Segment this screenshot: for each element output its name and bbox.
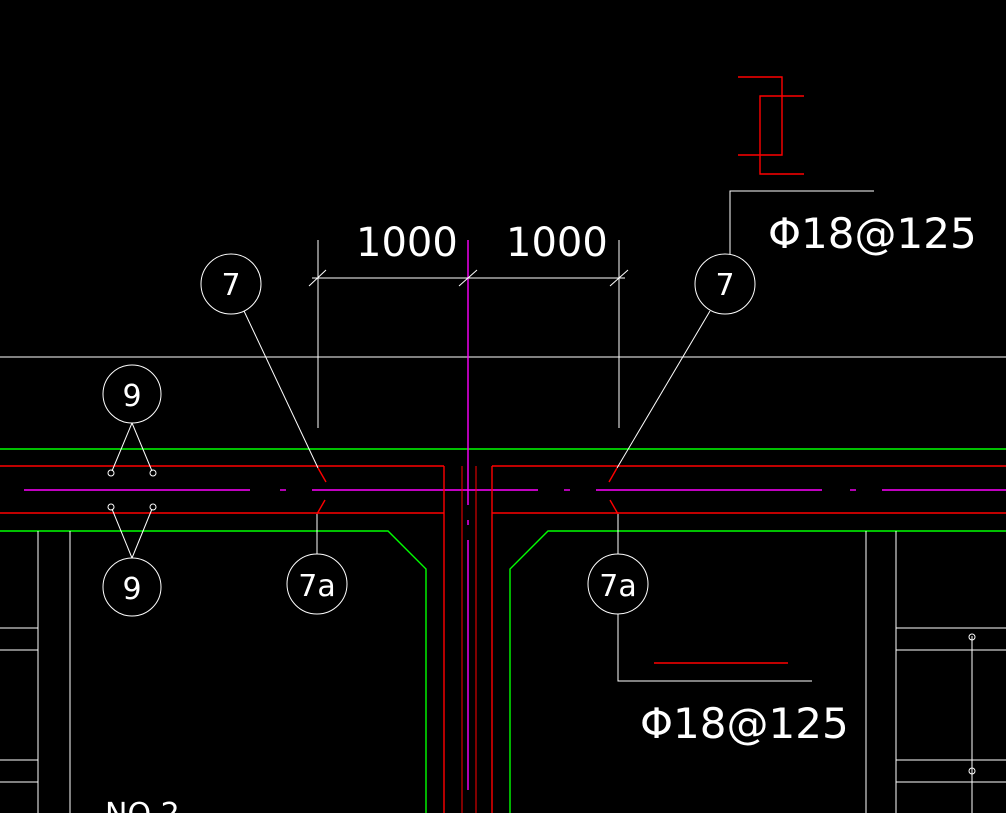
right-side-panel <box>865 531 1006 813</box>
marker-7-right[interactable]: 7 <box>608 190 874 483</box>
marker-7a-left[interactable]: 7a <box>286 499 348 615</box>
dimension-left-text: 1000 <box>356 220 458 266</box>
green-haunch-right <box>509 530 1006 813</box>
marker-7-left[interactable]: 7 <box>200 253 327 483</box>
left-side-panel <box>0 531 71 813</box>
marker-9-top-label: 9 <box>122 379 141 414</box>
marker-9-top[interactable]: 9 <box>102 364 162 477</box>
green-haunch-left <box>0 530 427 813</box>
dimension-right-text: 1000 <box>506 220 608 266</box>
bar-shape-sketch <box>738 76 804 175</box>
dim-tick-center <box>458 269 478 287</box>
marker-9-bottom[interactable]: 9 <box>102 503 162 617</box>
marker-7a-right-label: 7a <box>599 569 636 604</box>
marker-7-left-label: 7 <box>221 268 240 303</box>
horizontal-wall-lines <box>0 356 1006 813</box>
marker-7a-left-label: 7a <box>298 569 335 604</box>
dim-tick-left <box>308 269 327 287</box>
corner-label: NO 2 <box>105 797 180 813</box>
dimension-group <box>308 240 629 428</box>
note-top-right: Φ18@125 <box>768 209 977 258</box>
vertical-column <box>443 240 493 813</box>
dim-tick-right <box>609 269 629 287</box>
marker-7-right-label: 7 <box>715 268 734 303</box>
marker-7a-right[interactable]: 7a <box>587 499 812 682</box>
marker-9-bottom-label: 9 <box>122 572 141 607</box>
note-bottom-right: Φ18@125 <box>640 699 849 748</box>
